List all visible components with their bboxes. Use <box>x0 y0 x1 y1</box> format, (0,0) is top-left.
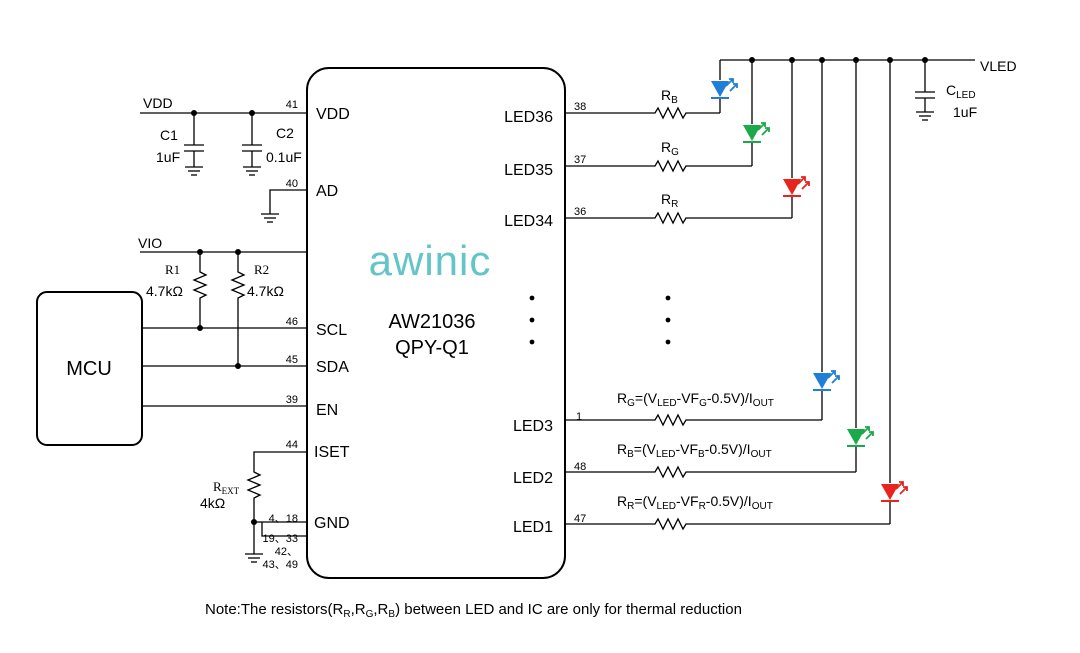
pin-num-36: 36 <box>574 206 586 218</box>
left-pin-labels: VDD AD SCL SDA EN ISET GND <box>314 106 350 532</box>
rr-label: RR <box>661 191 678 210</box>
wire-ad <box>269 189 307 214</box>
pin-num-39: 39 <box>286 394 298 406</box>
pin-name-en: EN <box>316 402 338 419</box>
pin-num-38: 38 <box>574 101 586 113</box>
led-green-top-icon <box>743 122 770 143</box>
led-blue-top-icon <box>711 78 738 99</box>
c2-name: C2 <box>276 125 294 141</box>
led-red-top-icon <box>783 176 810 197</box>
rb-label: RB <box>661 87 678 106</box>
pin-name-vdd: VDD <box>316 106 350 123</box>
brand-logo: awinic <box>369 237 492 284</box>
pin-name-iset: ISET <box>314 444 350 461</box>
led-red-bottom-icon <box>881 481 908 502</box>
r1-name: R1 <box>165 262 180 277</box>
pin-num-37: 37 <box>574 154 586 166</box>
ic-ellipsis <box>529 295 535 345</box>
chip-part-number: AW21036 <box>388 311 475 333</box>
wire-led2 <box>565 465 856 479</box>
wire-led36 <box>565 106 720 120</box>
cled-value: 1uF <box>953 104 977 120</box>
pin-num-41: 41 <box>286 99 298 111</box>
led-green-bottom-icon <box>847 426 874 447</box>
net-label-vdd: VDD <box>143 95 173 111</box>
resistor-rext <box>246 451 307 522</box>
formula-rg: RG=(VLED-VFG-0.5V)/IOUT <box>617 390 774 409</box>
c2-value: 0.1uF <box>266 149 302 165</box>
pin-num-44: 44 <box>286 439 298 451</box>
led-blue-bottom-icon <box>813 370 840 391</box>
wire-led3 <box>565 413 822 427</box>
mcu-block <box>36 291 143 446</box>
footnote: Note:The resistors(RR,RG,RB) between LED… <box>205 601 742 620</box>
capacitor-cled <box>915 60 935 121</box>
mcu-label: MCU <box>66 358 112 380</box>
pin-num-47: 47 <box>574 513 586 525</box>
c1-value: 1uF <box>156 149 180 165</box>
c1-name: C1 <box>160 127 178 143</box>
right-pin-numbers: 38 37 36 1 48 47 <box>574 101 586 525</box>
r2-name: R2 <box>254 262 269 277</box>
rext-label: REXT <box>213 479 240 496</box>
pin-name-led1: LED1 <box>513 519 553 536</box>
wire-led34 <box>565 211 792 225</box>
right-pin-labels: LED36 LED35 LED34 LED3 LED2 LED1 <box>504 109 553 536</box>
pin-name-gnd: GND <box>314 515 350 532</box>
capacitor-c1 <box>184 113 204 176</box>
pin-num-48: 48 <box>574 461 586 473</box>
ic-body <box>306 67 566 579</box>
pin-name-led2: LED2 <box>513 470 553 487</box>
wire-led35 <box>565 159 752 173</box>
pin-name-sda: SDA <box>316 359 349 376</box>
resistor-r2 <box>230 252 246 366</box>
pin-name-ad: AD <box>316 183 338 200</box>
resistor-r1 <box>192 252 208 328</box>
pin-num-46: 46 <box>286 316 298 328</box>
pin-name-scl: SCL <box>316 322 347 339</box>
formula-rr: RR=(VLED-VFR-0.5V)/IOUT <box>617 493 773 512</box>
pin-name-led35: LED35 <box>504 162 553 179</box>
pin-num-45: 45 <box>286 354 298 366</box>
pin-name-led3: LED3 <box>513 418 553 435</box>
capacitor-c2 <box>242 113 262 176</box>
r2-value: 4.7kΩ <box>247 283 284 299</box>
pin-name-led36: LED36 <box>504 109 553 126</box>
wire-led1 <box>565 517 890 531</box>
formula-rb: RB=(VLED-VFB-0.5V)/IOUT <box>617 441 772 460</box>
net-label-vled: VLED <box>980 58 1017 74</box>
pin-num-4-18: 4、18 <box>269 513 298 525</box>
rg-label: RG <box>661 139 679 158</box>
net-label-vio: VIO <box>138 235 162 251</box>
pin-num-42: 42、 <box>275 546 298 558</box>
left-pin-numbers: 41 40 46 45 39 44 4、18 19、33 42、 43、49 <box>263 99 298 571</box>
pin-num-1: 1 <box>576 411 582 423</box>
pin-num-43-49: 43、49 <box>263 559 298 571</box>
pin-num-40: 40 <box>286 178 298 190</box>
rext-value: 4kΩ <box>200 495 225 511</box>
chip-package: QPY-Q1 <box>395 337 469 359</box>
r1-value: 4.7kΩ <box>146 283 183 299</box>
cled-label: CLED <box>946 82 976 101</box>
pin-num-19-33: 19、33 <box>263 533 298 545</box>
led-ellipsis <box>665 295 671 345</box>
pin-name-led34: LED34 <box>504 213 553 230</box>
